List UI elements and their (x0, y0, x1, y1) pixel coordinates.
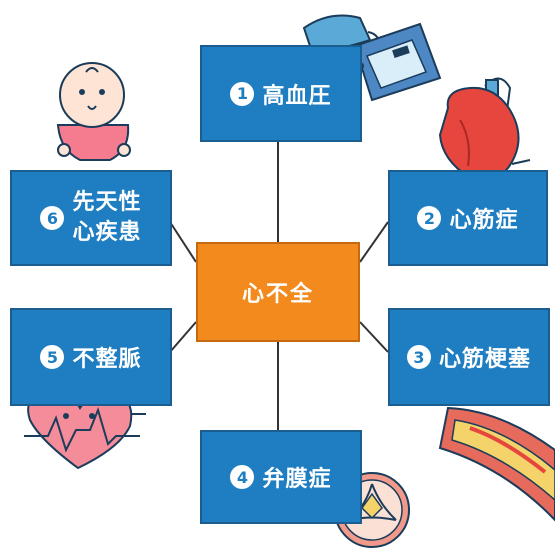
heart-icon (438, 77, 531, 185)
cause-label-4: 弁膜症 (262, 467, 332, 492)
cause-number-6: 6 (40, 206, 65, 230)
artery-plaque-icon (438, 406, 555, 522)
cause-box-1: 1 高血圧 (200, 45, 362, 142)
cause-box-2: 2 心筋症 (388, 170, 548, 266)
cause-label-5: 不整脈 (72, 347, 142, 372)
center-box-heart-failure: 心不全 (196, 242, 360, 342)
connector-3 (359, 321, 389, 353)
cause-box-6: 6 先天性 心疾患 (10, 170, 172, 266)
baby-icon (56, 62, 131, 161)
cause-label-3: 心筋梗塞 (438, 347, 531, 372)
cause-number-4: 4 (230, 465, 255, 489)
blood-pressure-monitor-icon (302, 14, 442, 102)
cause-number-2: 2 (417, 206, 442, 230)
cause-label-1: 高血圧 (262, 83, 332, 109)
cause-number-3: 3 (406, 345, 431, 369)
arrhythmia-heart-icon (24, 390, 146, 470)
cause-box-5: 5 不整脈 (10, 308, 172, 406)
connector-6 (169, 221, 197, 263)
cause-box-4: 4 弁膜症 (200, 430, 362, 524)
cause-number-1: 1 (230, 81, 255, 106)
cause-box-3: 3 心筋梗塞 (388, 308, 550, 406)
cause-label-6-line-2: 心疾患 (72, 220, 142, 245)
cause-number-5: 5 (40, 345, 65, 369)
cause-label-6-line-1: 先天性 (72, 190, 142, 215)
cause-label-6: 先天性 心疾患 (72, 188, 141, 248)
connector-5 (169, 321, 197, 353)
cause-label-2: 心筋症 (449, 208, 519, 233)
center-label: 心不全 (241, 282, 314, 307)
connector-2 (359, 221, 389, 263)
